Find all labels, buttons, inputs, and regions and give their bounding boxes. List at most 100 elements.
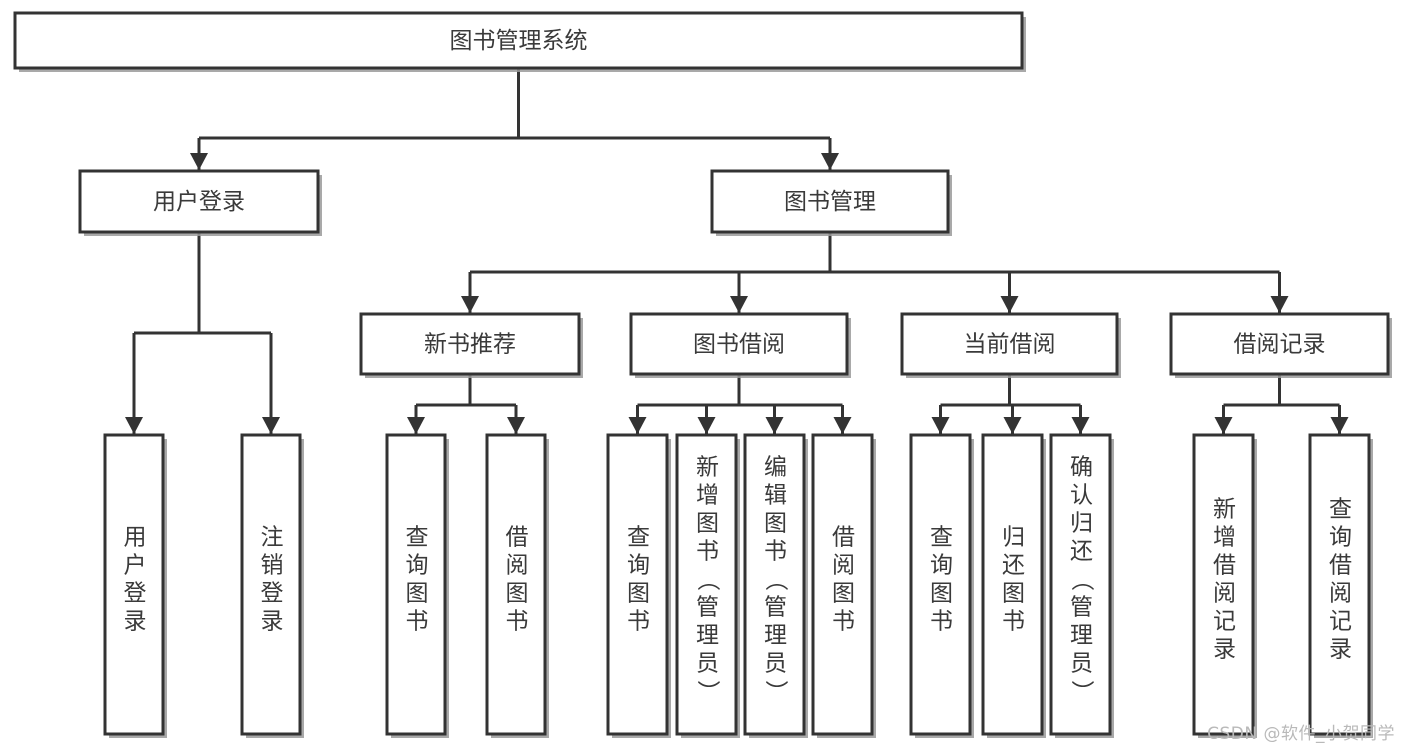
- node-label-char: 录: [1213, 637, 1236, 663]
- node-label-char: 登: [261, 581, 284, 607]
- arrow-head-icon: [1270, 296, 1289, 313]
- node-label-char: 查: [406, 525, 429, 551]
- node-label-char: 图: [1002, 581, 1025, 607]
- node-label-char: 还: [1002, 553, 1025, 579]
- edge-group-current-borrow: [931, 374, 1090, 434]
- csdn-watermark: CSDN @软件_小贺同学: [1207, 724, 1395, 744]
- node-label-char: 书: [764, 539, 787, 565]
- node-label-char: 图: [930, 581, 953, 607]
- node-label-char: 书: [1002, 609, 1025, 635]
- node-label-char: 归: [1070, 511, 1093, 537]
- node-label: 借阅记录: [1234, 332, 1326, 358]
- node-label-char: 查: [1329, 497, 1352, 523]
- node-label-char: 阅: [1213, 581, 1236, 607]
- node-label-char: 书: [832, 609, 855, 635]
- node-label-char: 登: [124, 581, 147, 607]
- node-label-char: 归: [1002, 525, 1025, 551]
- node-label-char: 记: [1213, 609, 1236, 635]
- node-layer: 图书管理系统用户登录图书管理新书推荐图书借阅当前借阅借阅记录用户登录注销登录查询…: [13, 11, 1392, 738]
- node-label-char: 询: [1329, 525, 1352, 551]
- node-new-book-recommend[interactable]: 新书推荐: [359, 312, 583, 378]
- node-current-borrow[interactable]: 当前借阅: [900, 312, 1121, 378]
- node-label-char: （: [695, 568, 721, 591]
- arrow-head-icon: [461, 296, 479, 313]
- node-label-char: 增: [1213, 525, 1236, 551]
- node-label-char: 户: [124, 553, 147, 579]
- node-borrow-record[interactable]: 借阅记录: [1169, 312, 1392, 378]
- edge-group-root: [190, 68, 839, 170]
- node-label-char: 记: [1329, 609, 1352, 635]
- node-label-char: 借: [1213, 553, 1236, 579]
- node-label-char: ）: [763, 680, 789, 703]
- arrow-head-icon: [190, 153, 208, 170]
- edge-group-user-login: [125, 232, 280, 434]
- node-label-char: 借: [832, 525, 855, 551]
- node-label-char: 查: [930, 525, 953, 551]
- node-label-char: 增: [696, 483, 719, 509]
- node-label: 新书推荐: [424, 332, 516, 358]
- arrow-head-icon: [507, 417, 525, 434]
- arrow-head-icon: [1071, 417, 1090, 434]
- edge-group-book-borrow: [628, 374, 852, 434]
- arrow-head-icon: [730, 296, 748, 313]
- node-label: 图书管理系统: [450, 28, 588, 54]
- node-label: 当前借阅: [964, 332, 1056, 358]
- node-label-char: 图: [406, 581, 429, 607]
- node-label-char: 询: [930, 553, 953, 579]
- arrow-head-icon: [931, 417, 950, 434]
- arrow-head-icon: [833, 417, 852, 434]
- edge-layer: [125, 68, 1349, 434]
- node-label-char: 询: [627, 553, 650, 579]
- node-label-char: 书: [627, 609, 650, 635]
- node-label-char: 录: [124, 609, 147, 635]
- node-label-char: 借: [506, 525, 529, 551]
- node-label-char: 员: [1070, 651, 1093, 677]
- node-label-char: 员: [764, 651, 787, 677]
- node-label-char: ）: [1069, 680, 1095, 703]
- node-label-char: 阅: [1329, 581, 1352, 607]
- node-label: 用户登录: [153, 189, 245, 215]
- node-label-char: 书: [930, 609, 953, 635]
- node-label-char: 阅: [832, 553, 855, 579]
- node-label-char: 查: [627, 525, 650, 551]
- arrow-head-icon: [1000, 296, 1019, 313]
- node-label-char: 确: [1070, 455, 1093, 481]
- arrow-head-icon: [628, 417, 647, 434]
- node-label-char: 询: [406, 553, 429, 579]
- node-label-char: 编: [764, 455, 787, 481]
- arrow-head-icon: [1330, 417, 1349, 434]
- node-label-char: 新: [696, 455, 719, 481]
- node-book-management[interactable]: 图书管理: [710, 169, 952, 236]
- arrow-head-icon: [125, 417, 143, 434]
- node-label-char: ）: [695, 680, 721, 703]
- node-label-char: 管: [696, 595, 719, 621]
- node-label-char: 录: [261, 609, 284, 635]
- node-user-login[interactable]: 用户登录: [78, 169, 322, 236]
- node-label-char: 新: [1213, 497, 1236, 523]
- arrow-head-icon: [407, 417, 425, 434]
- node-label-char: 图: [506, 581, 529, 607]
- arrow-head-icon: [1214, 417, 1233, 434]
- node-label-char: 图: [696, 511, 719, 537]
- node-label-char: 图: [764, 511, 787, 537]
- node-leaf-user-login[interactable]: 用户登录: [103, 433, 167, 738]
- node-label-char: 管: [1070, 595, 1093, 621]
- node-label-char: 还: [1070, 539, 1093, 565]
- arrow-head-icon: [1003, 417, 1022, 434]
- node-root-book-management-system[interactable]: 图书管理系统: [13, 11, 1026, 72]
- node-book-borrow[interactable]: 图书借阅: [629, 312, 851, 378]
- node-label-char: 录: [1329, 637, 1352, 663]
